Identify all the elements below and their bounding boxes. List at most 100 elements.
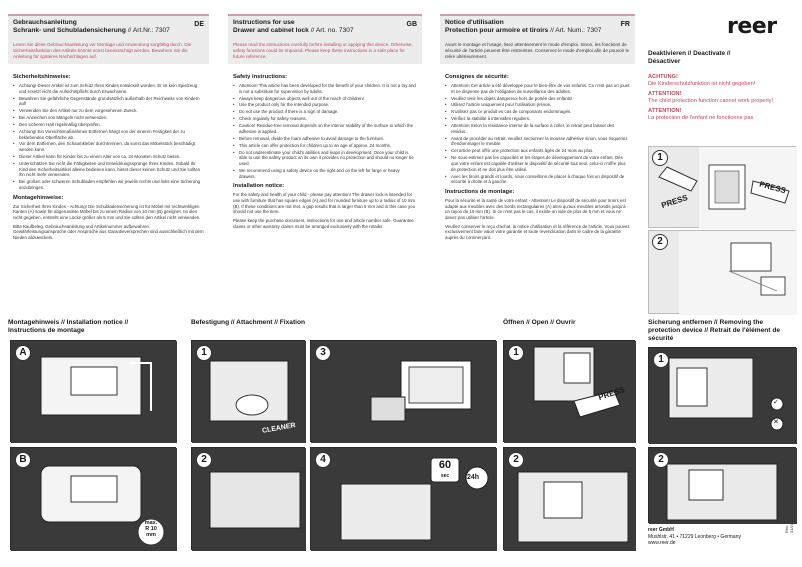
de-subtitle: Schrank- und Schubladensicherung // Art.… [13,27,170,34]
gb-column: Instructions for use Drawer and cabinet … [228,14,422,232]
twenty-four-hours-label: 24h [467,474,480,481]
de-safety-title: Sicherheitshinweise: [13,74,71,80]
deactivate-drawing-1 [658,147,797,229]
step-number: 1 [196,345,212,361]
cross-icon: ✕ [773,419,779,426]
de-title: Gebrauchsanleitung [13,19,77,26]
attachment-drawing-2 [192,448,306,551]
fr-intro: Avant le montage et l'usage, lisez atten… [440,40,635,64]
attachment-drawing-3 [311,341,497,443]
remove-drawing-1 [649,348,797,444]
step-number: 2 [508,452,524,468]
list-item: Before removal, divide the foam adhesive… [233,136,417,142]
list-item: Bei großen oder schweren Schubladen empf… [13,179,204,190]
warning-fr: ATTENTION!La protection de l'enfant ne f… [648,108,754,121]
de-mount-title: Montagehinweise: [13,194,64,201]
list-item: Dieser Artikel kann für Kinder bis zu ei… [13,154,204,160]
fr-body: Consignes de sécurité: Attention! Cet ar… [440,64,635,241]
list-item: Veuillez tenir les objets dangereux hors… [445,96,630,102]
step-number: 2 [196,452,212,468]
list-item: N'utilisez pas ce produit en cas de comp… [445,109,630,115]
list-item: Attention! This article has been develop… [233,83,417,94]
gb-subtitle: Drawer and cabinet lock // Art. no. 7307 [233,27,354,34]
list-item: Vérifiez la stabilité à intervalles régu… [445,116,630,122]
list-item: Attention! Cet article a été développé p… [445,83,630,94]
open-panel-2: 2 [503,447,636,551]
installation-panel-a: A [10,340,177,443]
open-panel-1: 1 PRESS [503,340,636,443]
list-item: Verwenden Sie den Artikel nur zu dem vor… [13,108,204,114]
gb-install-text-2: Please keep the purchase document, instr… [233,218,414,229]
gb-intro: Please read the instructions carefully b… [228,40,422,64]
section-title-installation: Montagehinweis // Installation notice //… [8,319,129,334]
list-item: This article can offer protection for ch… [233,143,417,149]
fr-safety-list: Attention! Cet article a été développé p… [445,83,630,185]
remove-drawing-2 [649,448,797,524]
installation-drawing-a [11,341,177,443]
gb-lang-code: GB [406,21,418,28]
remove-panel-1: 1 ✓ ✕ [648,347,797,444]
step-number: 1 [652,150,668,166]
remove-panel-2: 2 [648,447,797,524]
fr-subtitle: Protection pour armoire et tiroirs // Ar… [445,27,602,34]
section-title-attachment: Befestigung // Attachment // Fixation [191,319,306,326]
attachment-panel-1: 1 CLEANER [191,340,306,443]
attachment-drawing-4 [311,448,497,551]
step-letter: B [15,452,31,468]
de-column: Gebrauchsanleitung Schrank- und Schublad… [8,14,209,244]
installation-drawing-b [11,448,177,551]
open-drawing-2 [504,448,636,551]
deactivate-illustration-1: 1 PRESS PRESS [648,146,797,229]
de-mount-text-1: Zur Sicherheit Ihres Kindes - Achtung! D… [13,203,201,221]
step-number: 2 [653,452,669,468]
list-item: We recommend using a safety device on th… [233,168,417,179]
list-item: Cet article peut offrir une protection a… [445,148,630,154]
gb-safety-list: Attention! This article has been develop… [233,83,417,179]
fr-title: Notice d'utilisation [445,19,504,26]
section-title-remove: Sicherung entfernen // Removing the prot… [648,319,781,342]
list-item: Caution! Residue-free removal depends on… [233,123,417,134]
list-item: Avant de procéder au retrait, veuillez s… [445,136,630,147]
list-item: Achtung! Dieser Artikel ist zum Schutz I… [13,83,204,94]
attachment-panel-2: 2 [191,447,306,551]
list-item: Check regularly for safety reasons. [233,116,417,122]
list-item: Avec les tiroirs grands et lourds, nous … [445,174,630,185]
fr-header: Notice d'utilisation Protection pour arm… [440,14,635,40]
de-mount-text-2: Bitte Kaufbeleg, Gebrauchsanleitung und … [13,223,204,241]
list-item: Utilisez l'article uniquement pour l'uti… [445,102,630,108]
revision-label: Rev. 01/2015 [784,518,794,533]
warning-gb: ATTENTION!The child protection function … [648,91,773,104]
step-number: 2 [652,234,668,250]
list-item: Unterschätzen Sie nicht die Fähigkeiten … [13,161,204,178]
de-body: Sicherheitshinweise: Achtung! Dieser Art… [8,64,209,241]
gb-install-text-1: For the safety and health of your child … [233,192,416,215]
fr-column: Notice d'utilisation Protection pour arm… [440,14,635,244]
de-safety-list: Achtung! Dieser Artikel ist zum Schutz I… [13,83,204,191]
gb-safety-title: Safety instructions: [233,74,288,80]
deactivate-title: Deaktivieren // Deactivate // Désactiver [648,50,731,65]
step-number: 1 [508,345,524,361]
fr-mount-text-2: Veuillez conserver le reçu d'achat, la n… [445,223,630,241]
deactivate-illustration-2: 2 [648,230,797,315]
fr-mount-text-1: Pour la sécurité et la santé de votre en… [445,197,626,221]
brand-logo: reer [727,14,777,39]
fr-mount-title: Instructions de montage: [445,188,515,195]
company-footer: reer GmbH Mushlstr. 41 • 71229 Leonberg … [648,527,741,546]
list-item: Bewahren Sie gefährliche Gegenstände gru… [13,96,204,107]
fr-lang-code: FR [620,21,630,28]
gb-header: Instructions for use Drawer and cabinet … [228,14,422,40]
list-item: Den sicheren Halt regelmäßig überprüfen. [13,122,204,128]
list-item: Achtung! Ein Vorsichtsmaßnahmes Entferne… [13,129,204,140]
step-letter: A [15,345,31,361]
deactivate-drawing-2 [679,231,797,315]
list-item: Vor dem Entfernen, den Schaumkleber durc… [13,141,204,152]
list-item: Use the product only for the intended pu… [233,102,417,108]
de-header: Gebrauchsanleitung Schrank- und Schublad… [8,14,209,40]
list-item: Always keep dangerous objects well out o… [233,96,417,102]
list-item: Bei Anzeichen von Mängeln nicht verwende… [13,115,204,121]
de-lang-code: DE [194,21,204,28]
